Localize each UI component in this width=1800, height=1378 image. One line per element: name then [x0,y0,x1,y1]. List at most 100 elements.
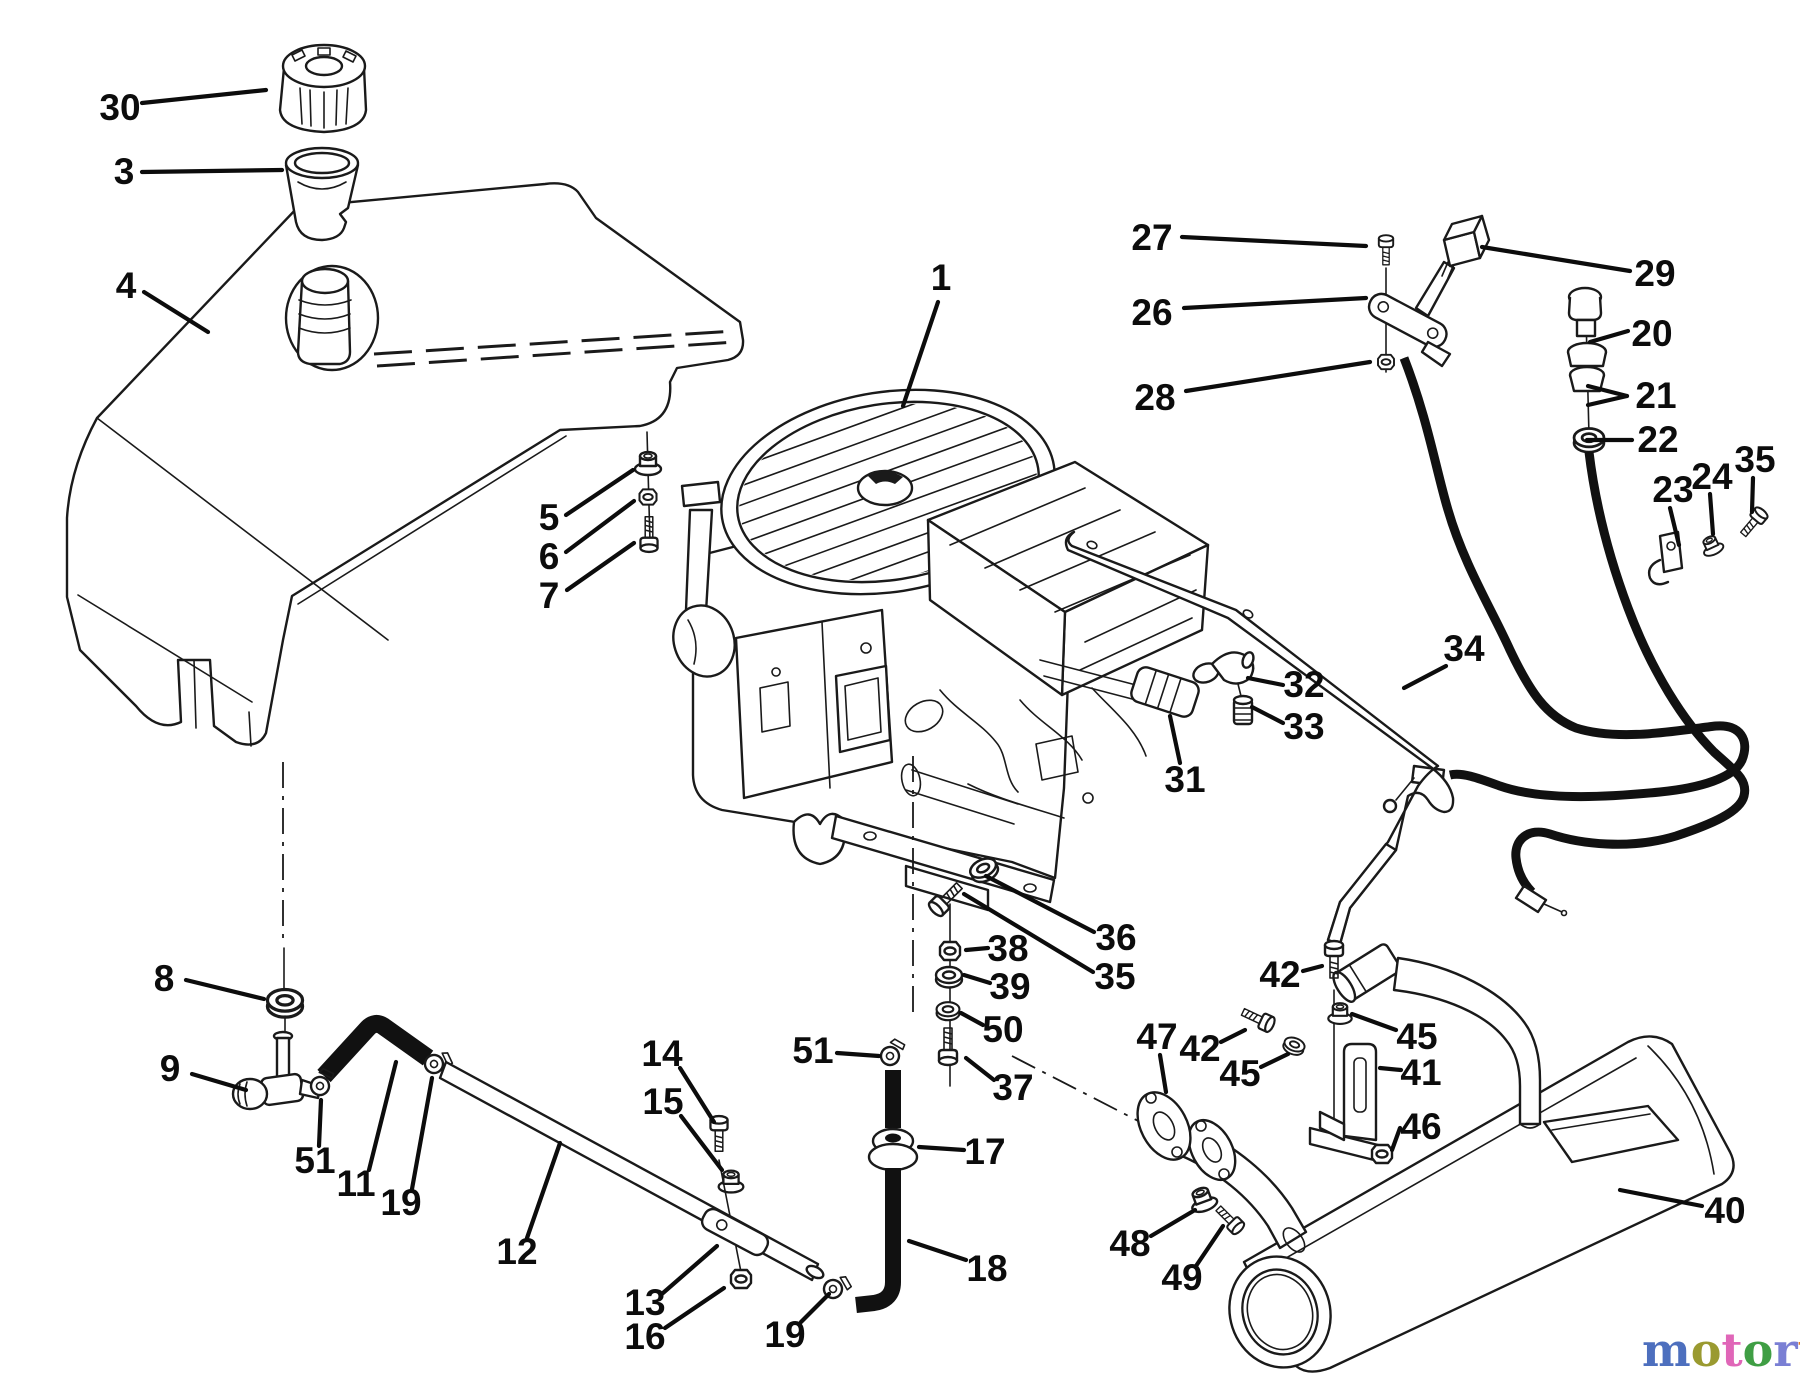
callout-41-leader [1377,1065,1404,1073]
throttle-cable [1382,356,1750,814]
fuel-valve-assembly [231,947,322,1111]
nut-6 [638,488,658,506]
callout-14-leader [677,1065,717,1125]
callout-33-leader [1249,704,1286,726]
callout-48-leader [1148,1207,1198,1239]
washer-50 [935,1001,961,1022]
muffler-inlet-pipe [1332,943,1542,1129]
callout-51: 51 [792,1030,833,1071]
choke-cable [1511,451,1750,917]
callout-20-leader [1587,328,1631,345]
callout-11-leader [366,1059,399,1173]
starter-motor [900,763,1019,825]
callout-21: 21 [1635,375,1676,416]
callout-4-leader [141,289,211,335]
callout-50-leader [958,1010,986,1028]
callout-45: 45 [1396,1016,1437,1057]
choke-knob [1441,214,1491,279]
hose-clamp-51b [876,1035,910,1069]
callout-27: 27 [1131,217,1172,258]
callout-41: 41 [1400,1052,1441,1093]
shroud-center-notch [868,471,903,484]
callout-12-leader [524,1140,563,1241]
callout-39: 39 [989,966,1030,1007]
callout-14: 14 [641,1033,683,1074]
callout-9-leader [189,1071,249,1093]
callout-13-leader [660,1243,720,1296]
tank-mount-hardware [633,431,663,554]
callout-40: 40 [1704,1190,1745,1231]
fuel-pump-rod [1039,659,1200,718]
callout-28-leader [1183,359,1373,394]
callout-15-leader [678,1113,725,1173]
callout-17: 17 [964,1131,1005,1172]
callout-39-leader [961,972,993,986]
callout-49-leader [1193,1223,1226,1269]
callout-30: 30 [99,87,140,128]
nut-28 [1377,353,1395,371]
callout-31: 31 [1164,759,1205,800]
nut-46 [1370,1143,1394,1165]
callout-29-leader [1479,244,1633,274]
bushing-8 [265,987,305,1019]
nut-16 [729,1268,753,1290]
engine-front-panel [734,608,894,800]
callout-1: 1 [931,257,952,298]
tube-clamp-13 [700,1207,770,1257]
cable-end-fittings [1566,286,1608,454]
callout-21-leader [1585,383,1630,399]
elbow-fitting [1192,651,1255,701]
callout-1-leader [900,299,941,409]
cable-ferrule [1514,884,1548,914]
flange-nut-5 [633,450,663,477]
callout-26: 26 [1131,292,1172,333]
callout-8-leader [183,977,267,1002]
cable-eyelet [1382,798,1398,814]
cable-clamp-hardware [1647,504,1771,586]
callout-16-leader [662,1285,727,1331]
filler-neck [296,267,352,366]
callout-35-leader [961,891,1096,975]
callout-33: 33 [1283,706,1324,747]
callout-22: 22 [1637,419,1678,460]
drain-plug [1232,694,1254,726]
callout-38-leader [963,945,991,953]
callout-5-leader [563,467,636,518]
callout-4: 4 [116,265,137,306]
screw-27 [1377,234,1395,266]
callout-19-leader [409,1075,435,1192]
callout-19: 19 [764,1314,805,1355]
fuel-tank [65,182,745,747]
bolt-37 [937,1026,959,1067]
callout-51-leader [834,1050,882,1059]
callout-6: 6 [539,536,560,577]
callout-29: 29 [1634,253,1675,294]
callout-49: 49 [1161,1257,1202,1298]
fuel-hose-18 [855,1070,919,1313]
callout-35: 35 [1094,956,1135,997]
engine-wiring [904,687,1147,819]
filler-insert [284,146,360,242]
support-rod-34 [1064,530,1455,946]
callout-24-leader [1707,491,1716,537]
callout-8: 8 [154,958,175,999]
callout-47-leader [1157,1052,1169,1095]
fuel-cap [278,43,368,134]
nut-38 [938,940,962,962]
callout-18-leader [906,1238,969,1263]
callout-11: 11 [336,1163,375,1204]
nut-45 [1327,1002,1353,1025]
callout-21-leader [1585,393,1630,408]
callout-18: 18 [966,1248,1007,1289]
callout-7: 7 [539,575,560,616]
callout-26-leader [1181,295,1369,311]
callout-32-leader [1245,675,1286,688]
dipstick [672,480,736,678]
callout-13: 13 [624,1282,665,1323]
exhaust-gasket-47 [1136,1091,1192,1161]
callout-48: 48 [1109,1223,1150,1264]
callout-45-leader [1349,1011,1399,1033]
